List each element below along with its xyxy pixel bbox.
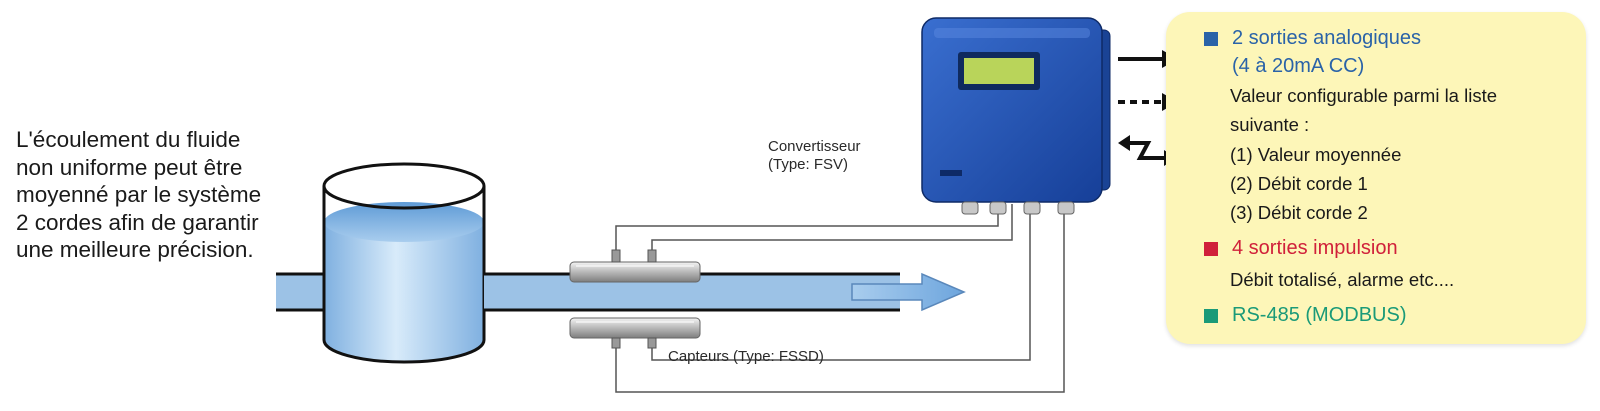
analog-range: (4 à 20mA CC) xyxy=(1232,55,1365,77)
pulse-desc: Débit totalisé, alarme etc.... xyxy=(1230,269,1455,290)
intro-line: une meilleure précision. xyxy=(16,237,254,262)
pulse-title: 4 sorties impulsion xyxy=(1232,237,1398,259)
analog-option: (1) Valeur moyennée xyxy=(1230,144,1402,165)
intro-line: 2 cordes afin de garantir xyxy=(16,209,259,235)
intro-line: L'écoulement du fluide xyxy=(16,127,241,152)
sensors-label: Capteurs (Type: FSSD) xyxy=(668,348,824,365)
sensor-bottom xyxy=(569,317,701,349)
analog-option: (2) Débit corde 1 xyxy=(1230,173,1368,194)
cable-glands xyxy=(961,201,1075,215)
analog-option: (3) Débit corde 2 xyxy=(1230,202,1368,223)
intro-line: non uniforme peut être xyxy=(16,154,243,180)
rs485-title: RS-485 (MODBUS) xyxy=(1232,304,1407,326)
converter-unit xyxy=(921,17,1111,215)
pulse-bullet-icon xyxy=(1204,242,1218,256)
analog-desc-line2: suivante : xyxy=(1230,114,1310,135)
outputs-panel: 2 sorties analogiques (4 à 20mA CC) Vale… xyxy=(1166,12,1586,344)
tank xyxy=(322,162,486,364)
converter-type-label: (Type: FSV) xyxy=(768,156,849,173)
analog-desc-line1: Valeur configurable parmi la liste xyxy=(1230,85,1498,106)
analog-bullet-icon xyxy=(1204,32,1218,46)
sensor-top xyxy=(569,249,701,283)
converter-display xyxy=(964,58,1034,84)
intro-text: L'écoulement du fluide non uniforme peut… xyxy=(16,126,306,264)
analog-title: 2 sorties analogiques xyxy=(1232,27,1422,49)
sensor-cables xyxy=(615,204,1065,393)
inlet-pipe xyxy=(276,272,324,312)
intro-line: moyenné par le système xyxy=(16,182,262,207)
converter-name-label: Convertisseur xyxy=(768,138,861,155)
rs485-bullet-icon xyxy=(1204,309,1218,323)
flow-direction-arrow xyxy=(851,272,966,312)
